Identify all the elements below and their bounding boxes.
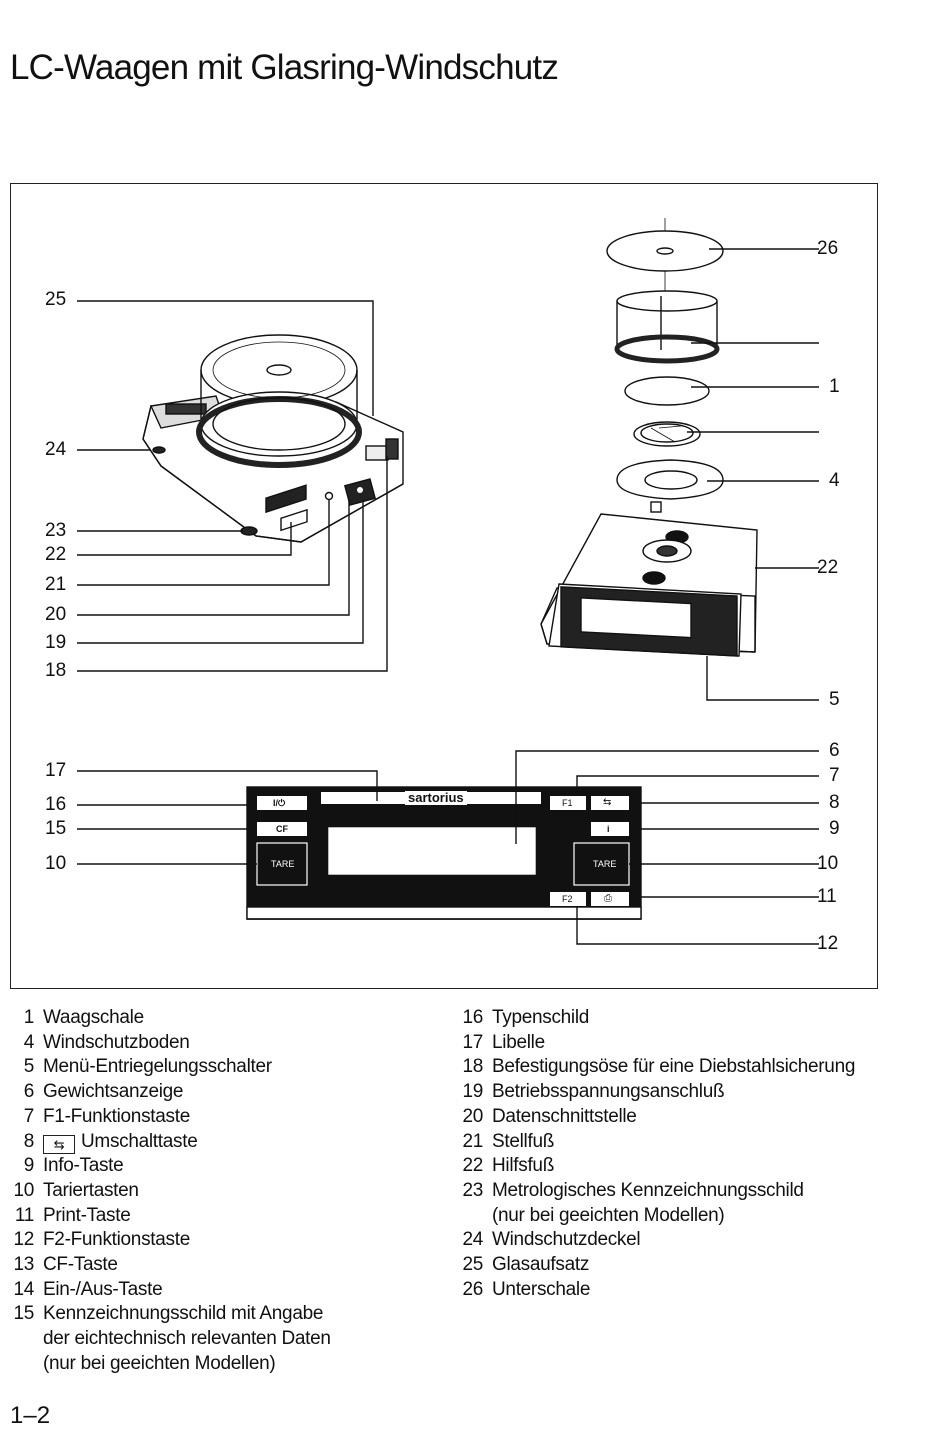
callout-23: 25 bbox=[45, 289, 67, 310]
panel-switch-icon: ⇆ bbox=[603, 797, 612, 808]
switch-key-icon: ⇆ bbox=[43, 1134, 75, 1154]
callout-16: 18 bbox=[45, 660, 67, 681]
callout-18: 20 bbox=[45, 604, 67, 625]
legend-item-15-line2: der eichtechnisch relevanten Daten bbox=[43, 1328, 331, 1350]
callout-19: 21 bbox=[45, 574, 67, 595]
page-number: 1–2 bbox=[10, 1402, 51, 1429]
callout-11: 11 bbox=[817, 886, 837, 907]
legend-item-23-line2: (nur bei geeichten Modellen) bbox=[492, 1204, 725, 1226]
panel-print-icon: ⎙ bbox=[604, 893, 612, 904]
panel-key-f2: F2 bbox=[562, 894, 573, 904]
callout-15: 17 bbox=[45, 760, 67, 781]
callout-13: 15 bbox=[45, 818, 67, 839]
callout-5: 5 bbox=[829, 689, 840, 710]
balance-exploded-drawing bbox=[540, 218, 819, 701]
panel-key-cf: CF bbox=[276, 824, 288, 834]
callout-17: 19 bbox=[45, 632, 67, 653]
callout-20-right: 22 bbox=[817, 557, 839, 578]
panel-key-tare-left: TARE bbox=[271, 859, 295, 869]
control-panel-drawing bbox=[77, 750, 819, 945]
panel-key-onoff: I/⏻ bbox=[273, 798, 286, 808]
callout-10-right: 10 bbox=[817, 853, 839, 874]
balance-assembled-drawing bbox=[77, 300, 404, 672]
diagram-drawing bbox=[77, 218, 819, 945]
panel-key-tare-right: TARE bbox=[593, 859, 617, 869]
legend-item-8: 8⇆Umschalttaste bbox=[23, 1130, 198, 1154]
callout-14: 16 bbox=[45, 794, 67, 815]
callout-21: 23 bbox=[45, 520, 67, 541]
callout-12: 12 bbox=[817, 933, 839, 954]
callout-22: 24 bbox=[45, 439, 67, 460]
callout-8: 8 bbox=[829, 792, 840, 813]
callout-1: 1 bbox=[829, 376, 840, 397]
callout-6: 6 bbox=[829, 740, 840, 761]
page-title: LC-Waagen mit Glasring-Windschutz bbox=[10, 48, 559, 87]
callout-7: 7 bbox=[829, 765, 840, 786]
callout-20-left: 22 bbox=[45, 544, 67, 565]
panel-key-f1: F1 bbox=[562, 798, 573, 808]
panel-brand: sartorius bbox=[405, 791, 467, 805]
callout-10-left: 10 bbox=[45, 853, 67, 874]
callout-24: 26 bbox=[817, 238, 839, 259]
panel-key-info: i bbox=[607, 824, 610, 834]
callout-9: 9 bbox=[829, 818, 840, 839]
legend-item-15-line3: (nur bei geeichten Modellen) bbox=[43, 1352, 276, 1374]
balance-diagram: sartorius I/⏻ CF TARE TARE F1 F2 i ⇆ ⎙ 2… bbox=[10, 183, 878, 989]
callout-4: 4 bbox=[829, 470, 840, 491]
